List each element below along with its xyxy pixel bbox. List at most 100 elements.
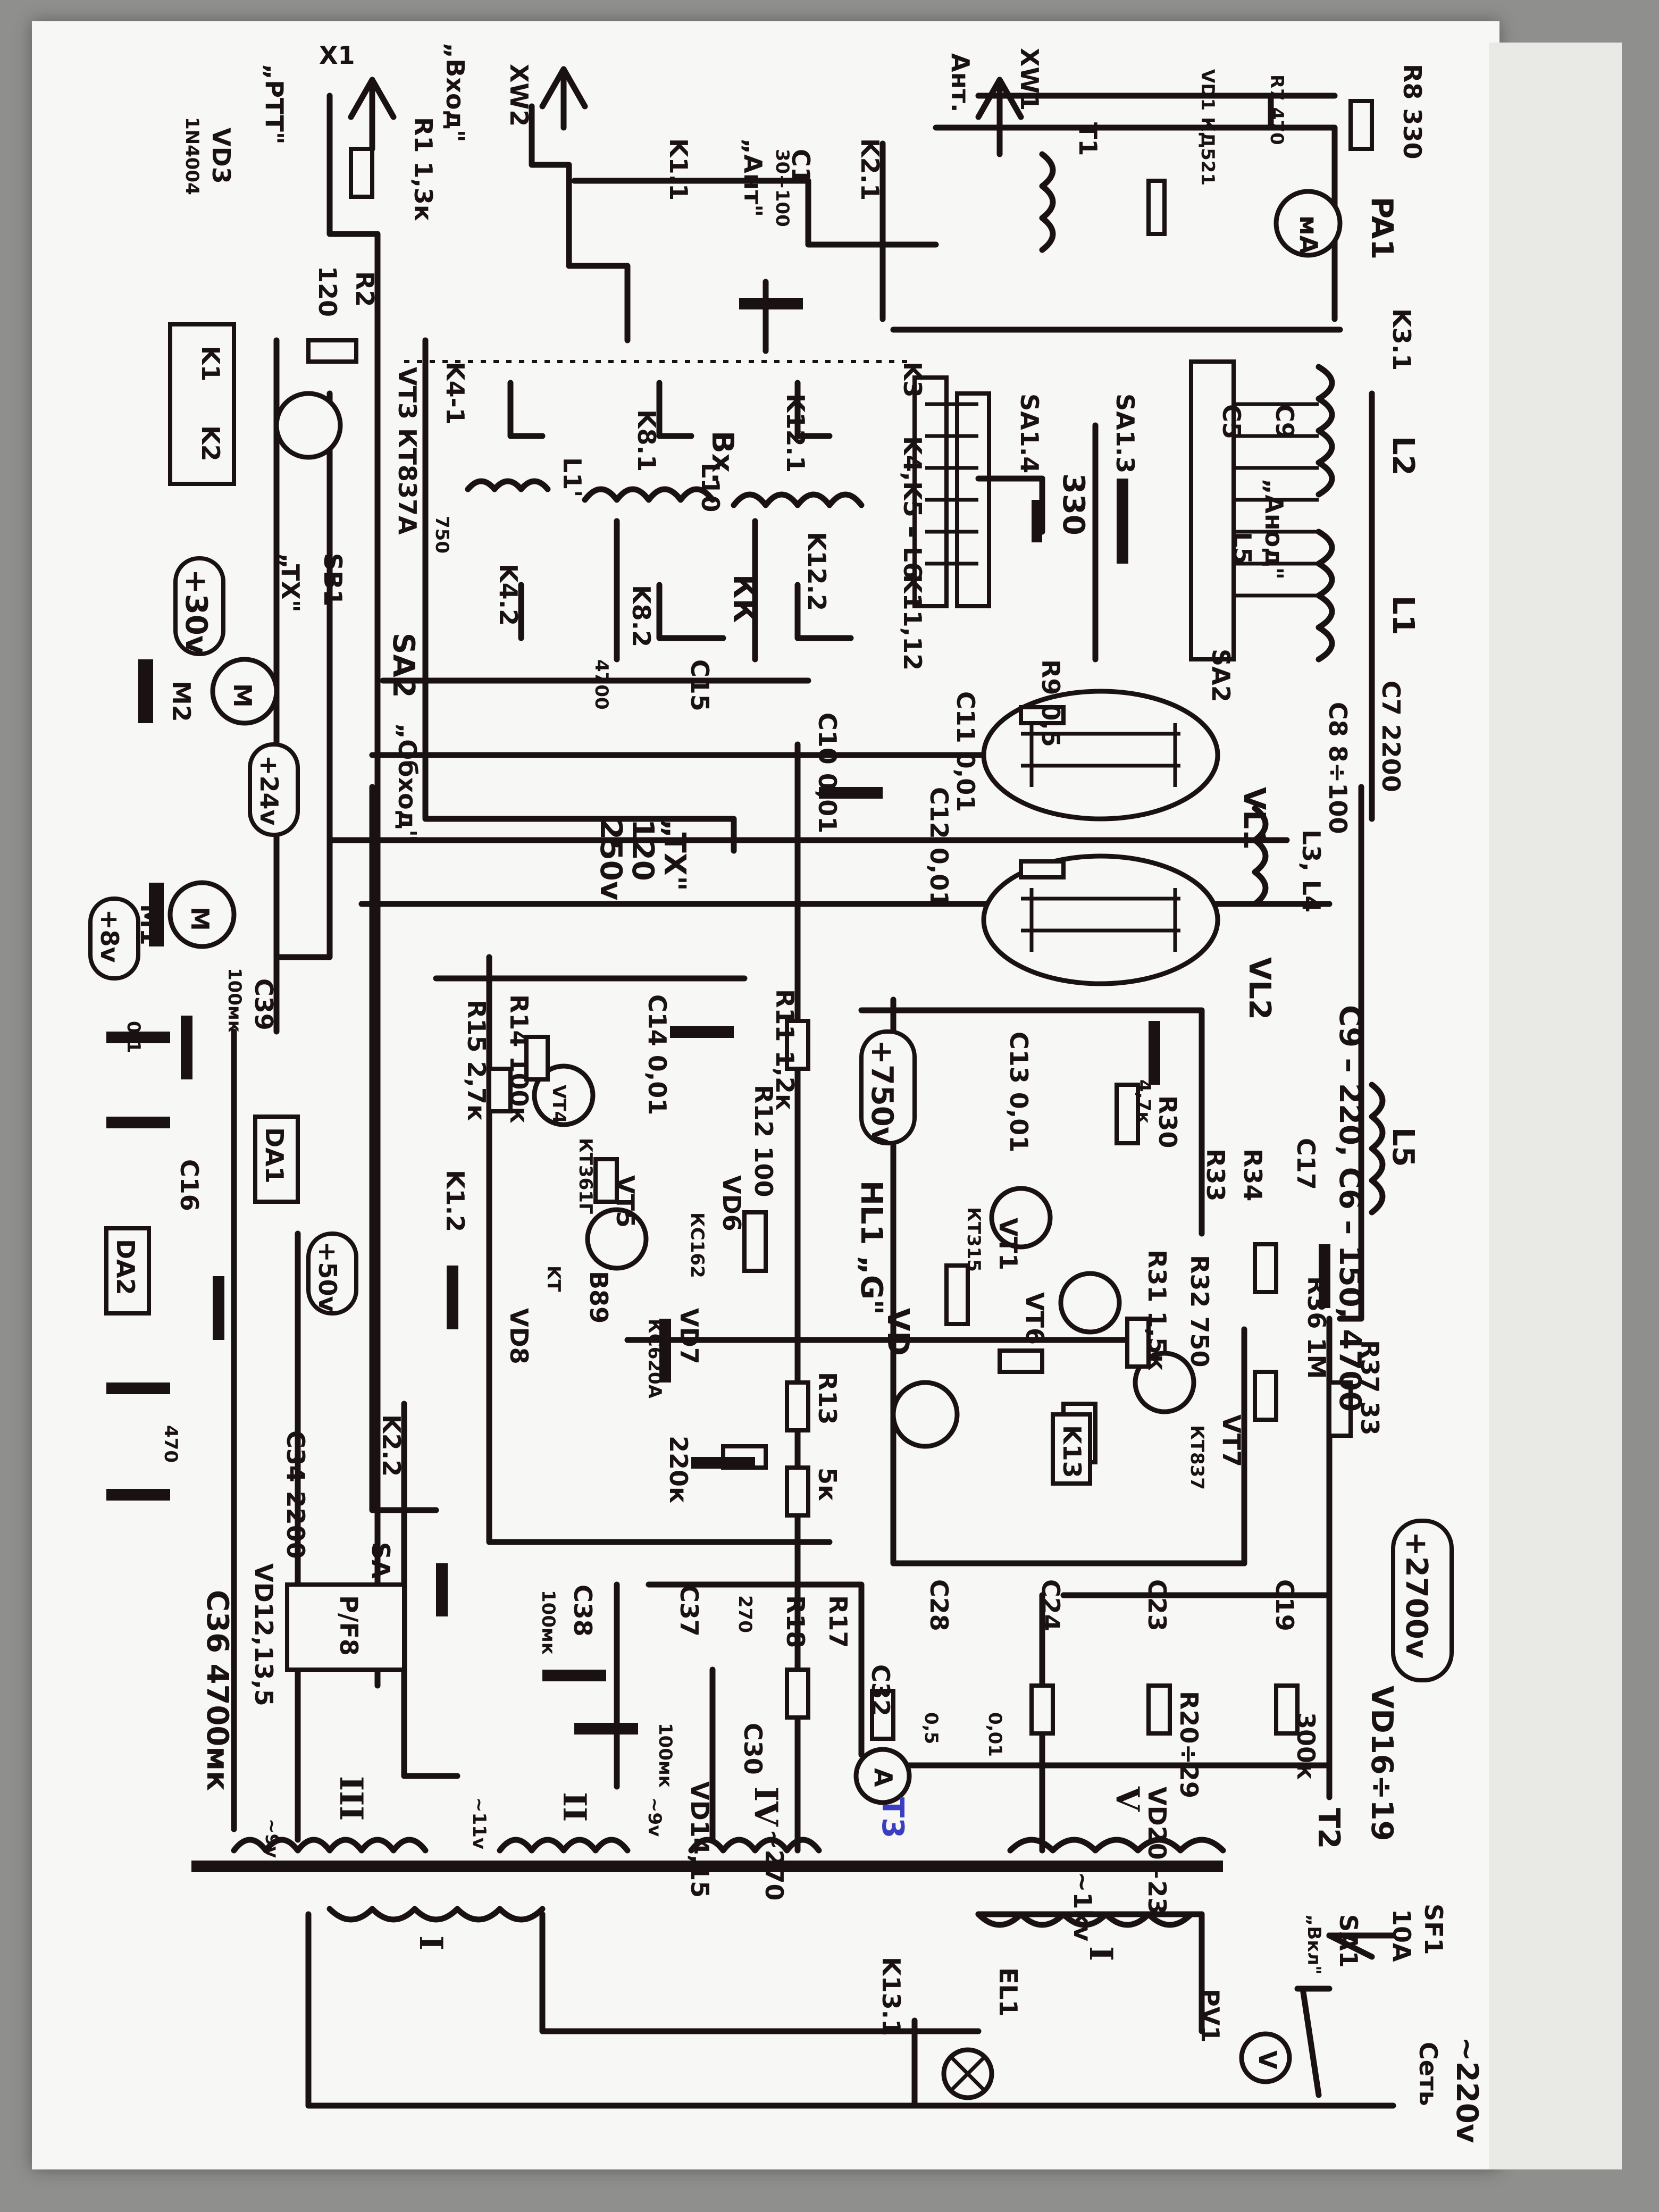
label-470: 470 [160,1425,181,1463]
ammeter-a [853,1747,912,1805]
label-vt5: VT5 [611,1175,640,1228]
label-vh: Вх. [705,431,740,484]
label-c1: C1 [786,149,815,184]
label-c10: C10 0,01 [813,713,842,833]
label-k1112: K11,12 [898,574,927,671]
label-tx2: „TX" [657,819,692,891]
motor-m1 [149,880,237,949]
label-motor-m1-glyph: M [186,907,214,931]
label-k81: K8.1 [632,409,661,472]
label-kt361: КТ361Г [575,1138,596,1214]
label-r8: R8 330 [1398,64,1427,159]
label-c9c6: C9 – 220, C6 – 150, 4700 [1333,1005,1367,1412]
label-vd3: VD3 [207,128,236,184]
label-ptt: „PTT" [260,64,289,145]
coil-l3l4 [1252,805,1269,907]
label-pv1: PV1 [1196,1989,1225,2042]
label-r2: R2 [350,271,379,307]
label-k2: K2 [196,425,225,462]
label-l1y: L1' [558,457,586,497]
label-k12: K1.2 [441,1170,470,1232]
label-winding-i-right: I [1082,1946,1119,1961]
lamp-el1 [941,2047,994,2100]
chip-da1 [253,1115,300,1204]
label-r20: R20÷29 [1175,1691,1203,1798]
label-vd6: VD6 [717,1175,746,1231]
label-r9: R9 0,5 [1036,659,1065,747]
label-c32: C32 [866,1664,895,1716]
label-vt1: VT1 [994,1218,1023,1270]
svg-text:+750v: +750v [865,1040,899,1146]
label-r36: R36 1М [1302,1276,1331,1379]
label-c13: C13 0,01 [1004,1032,1033,1152]
label-c7: C7 2200 [1377,681,1405,792]
label-vd12: VD12,13,5 [249,1563,278,1706]
label-r14: R14 100к [505,994,533,1124]
label-kk: КК [726,574,761,623]
label-winding-i-left: I [412,1936,449,1950]
label-r7: R7 470 [1266,74,1287,145]
label-k41: K4-1 [441,362,470,425]
label-tx2-volt: 250v [593,819,628,900]
label-vd7: VD7 [675,1308,703,1364]
label-r18: R18 [781,1595,810,1648]
switch-sa1 [1294,1985,1333,2098]
label-k13: K13 [1058,1425,1086,1478]
label-r31: R31 1,5к [1143,1250,1171,1371]
label-hl1: HL1 „G" [854,1180,889,1315]
label-r17: R17 [824,1595,852,1648]
svg-text:+8v: +8v [95,909,124,963]
label-c9: C9 [1270,404,1299,439]
svg-text:+30v: +30v [179,569,213,655]
label-t2: T2 [1311,1808,1346,1849]
label-l1: L1 [1386,596,1420,635]
label-r13: R13 [813,1372,842,1425]
label-sa14: SA1.4 [1015,393,1044,473]
label-sa2: SA2 [386,633,421,698]
label-mains-set: Сеть [1414,2042,1443,2106]
relay-k1-k2 [168,322,236,486]
label-vd16: VD16÷19 [1364,1686,1399,1841]
label-vd1415: VD14,15 [685,1781,714,1898]
relay-k13 [1051,1412,1092,1486]
label-220k: 220к [664,1436,693,1503]
label-l2: L2 [1386,436,1420,476]
label-c17: C17 [1292,1138,1320,1190]
label-k121: K12.1 [781,393,810,473]
transistor-vt5 [585,1207,649,1271]
label-c34: C34 2200 [281,1430,310,1559]
transistor-vt1 [989,1186,1053,1250]
label-c11: C11 0,01 [951,691,980,812]
coil-t1 [1039,151,1056,253]
label-k22: K2.2 [377,1414,406,1477]
label-sf1-val: 10A [1387,1909,1416,1962]
svg-text:+50v: +50v [313,1242,342,1312]
label-pa1: PA1 [1364,197,1399,259]
label-c16: C16 [175,1159,204,1211]
label-r32: R32 750 [1185,1255,1214,1367]
label-c5: C5 [1217,404,1246,439]
label-k31: K3.1 [1387,308,1416,371]
label-da2: DA2 [111,1239,140,1295]
label-vt6: VT6 [1020,1292,1049,1345]
label-c39-val: 100мк [224,968,245,1033]
switch-sa-pf8 [285,1582,406,1672]
label-xw2: XW2 [505,64,533,127]
label-sa2b: SA2 [1206,649,1235,702]
label-motor-m2-glyph: M [228,683,257,708]
label-270: 270 [734,1595,756,1633]
label-c39: C39 [249,978,278,1030]
label-l3l4: L3, L4 [1297,830,1326,912]
rail-plus8: +8v [88,896,140,981]
label-r33: R33 [1201,1149,1230,1201]
label-4-7k: 4,7к [1133,1079,1154,1124]
label-winding-iv: IV [747,1787,784,1827]
chip-da2 [104,1226,151,1316]
label-k122: K12.2 [802,532,831,611]
label-winding-v: V [1109,1786,1146,1812]
coil-l5 [1369,1082,1386,1216]
label-kt837: КТ837 [1186,1425,1208,1490]
rail-plus50: +50v [306,1231,358,1316]
schematic-diagram: X1 „PTT" XW2 „Вход" Ант. XW1 R8 330 PA1 … [88,41,1484,2143]
label-v9: ~9v [261,1819,282,1858]
